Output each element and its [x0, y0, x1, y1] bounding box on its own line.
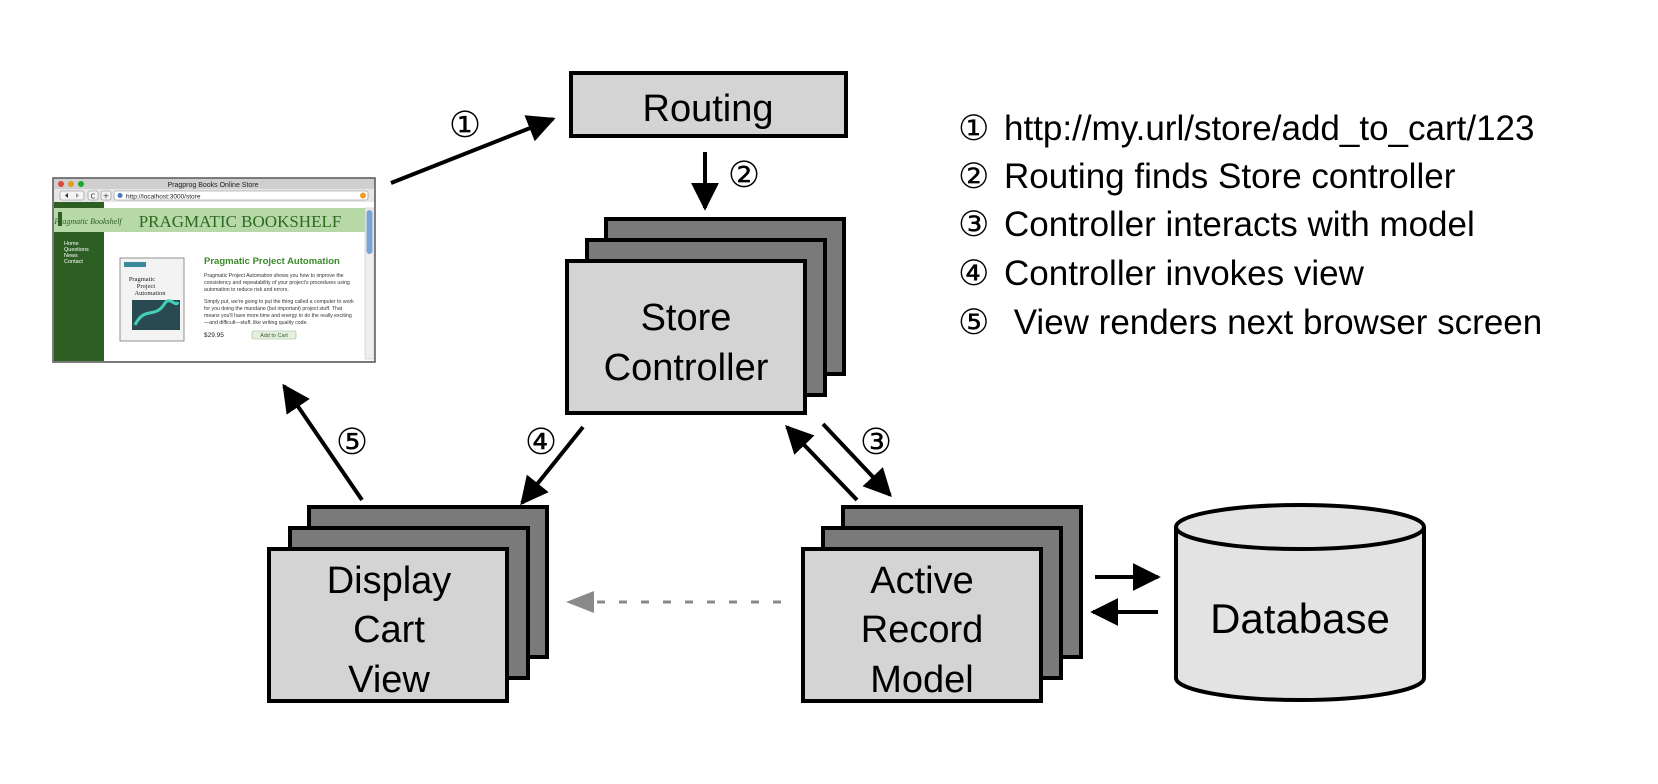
address-bar-url: http://localhost:3000/store: [126, 193, 201, 200]
product-desc-2c: means you'll have more time and energy t…: [204, 313, 352, 319]
product-desc-2a: Simply put, we're going to put the thing…: [204, 299, 354, 305]
step-5-marker: ⑤: [336, 422, 368, 463]
legend-4-text: Controller invokes view: [1004, 254, 1365, 293]
database-cylinder-body: [1174, 527, 1426, 702]
reload-icon: C: [91, 193, 96, 201]
routing-node: Routing: [569, 71, 848, 138]
arrow-controller-to-model: [821, 422, 892, 498]
plus-icon: +: [103, 192, 110, 201]
legend-1-number: ①: [958, 109, 989, 149]
forward-arrow-icon[interactable]: [76, 193, 79, 198]
arrow-controller-to-view: [520, 425, 585, 506]
add-to-cart-button[interactable]: [251, 330, 297, 340]
book-cover-title-line2: Project: [137, 283, 156, 290]
legend-2-number: ②: [958, 157, 989, 197]
routing-box: [569, 71, 848, 138]
minimize-window-icon[interactable]: [68, 181, 74, 187]
add-bookmark-button[interactable]: [100, 190, 112, 201]
address-bar[interactable]: [113, 190, 369, 201]
display-cart-view-node: Display Cart View: [267, 505, 549, 703]
zoom-window-icon[interactable]: [78, 181, 84, 187]
header-title: PRAGMATIC BOOKSHELF: [139, 212, 342, 231]
header-logo: Pragmatic Bookshelf: [53, 217, 123, 226]
globe-icon: [117, 193, 123, 198]
book-cover-title-line3: Automation: [134, 290, 166, 297]
arrow-browser-to-routing: [390, 115, 556, 185]
active-record-model-label-line3: Model: [870, 659, 974, 701]
book-cover-art-swirl: [133, 299, 180, 326]
browser-screenshot: Pragprog Books Online Store C + http://l…: [52, 177, 376, 363]
step-3-marker: ③: [860, 422, 892, 463]
add-to-cart-label: Add to Cart: [260, 333, 288, 339]
store-controller-label-line2: Controller: [604, 347, 769, 389]
nav-contact-link[interactable]: Contact: [64, 259, 83, 265]
legend: ① http://my.url/store/add_to_cart/123 ② …: [958, 109, 1542, 343]
step-4-marker: ④: [525, 422, 557, 463]
reload-button[interactable]: [87, 190, 99, 201]
product-price: $29.95: [204, 332, 224, 339]
store-controller-node: Store Controller: [565, 217, 846, 415]
scrollbar-thumb[interactable]: [366, 210, 373, 254]
nav-home-link[interactable]: Home: [64, 241, 79, 247]
database-node: Database: [1174, 503, 1426, 702]
display-cart-view-box: [267, 547, 509, 703]
book-cover-badge: [124, 262, 146, 267]
active-record-model-node: Active Record Model: [801, 505, 1083, 703]
step-2-marker: ②: [728, 155, 760, 196]
product-desc-2b: for you doing the mundane (but important…: [204, 306, 343, 312]
database-label: Database: [1210, 595, 1390, 642]
back-arrow-icon[interactable]: [65, 193, 68, 198]
store-controller-box: [565, 259, 807, 415]
legend-4-number: ④: [958, 254, 989, 294]
book-cover-art: [132, 300, 180, 330]
page-scrollbar[interactable]: [364, 207, 375, 360]
arrow-model-to-controller: [785, 424, 859, 502]
header-logo-mark: [58, 212, 62, 226]
browser-window-title: Pragprog Books Online Store: [167, 182, 258, 189]
legend-5-number: ⑤: [958, 303, 989, 343]
active-record-model-label-line2: Record: [861, 609, 984, 651]
routing-label: Routing: [643, 88, 774, 130]
legend-3-text: Controller interacts with model: [1004, 205, 1475, 244]
nav-news-link[interactable]: News: [64, 253, 78, 259]
display-cart-view-label-line3: View: [348, 659, 430, 701]
product-desc-2d: —and difficult—stuff, like writing quali…: [204, 320, 308, 326]
dashed-arrow-head: [566, 591, 594, 613]
legend-2-text: Routing finds Store controller: [1004, 157, 1456, 196]
product-title: Pragmatic Project Automation: [204, 256, 340, 267]
legend-5-text: View renders next browser screen: [1004, 303, 1542, 342]
browser-title-bar: [54, 179, 374, 189]
nav-questions-link[interactable]: Questions: [64, 247, 89, 253]
product-desc-1b: consistency and repeatability of your pr…: [204, 280, 350, 286]
back-forward-buttons[interactable]: [59, 190, 85, 201]
product-desc-1a: Pragmatic Project Automation shows you h…: [204, 273, 344, 279]
display-cart-view-label-line2: Cart: [353, 609, 425, 651]
database-cylinder-top: [1174, 503, 1426, 551]
active-record-model-label-line1: Active: [870, 560, 973, 602]
display-cart-view-label-line1: Display: [327, 560, 452, 602]
close-window-icon[interactable]: [58, 181, 64, 187]
step-1-marker: ①: [449, 105, 481, 146]
store-controller-label-line1: Store: [641, 297, 732, 339]
legend-1-text: http://my.url/store/add_to_cart/123: [1004, 109, 1534, 148]
rss-icon[interactable]: [360, 192, 366, 199]
arrow-view-to-browser: [282, 383, 364, 502]
active-record-model-box: [801, 547, 1043, 703]
product-desc-1c: automation to reduce risk and errors.: [204, 287, 289, 293]
page-header: [54, 208, 365, 232]
book-cover-title-line1: Pragmatic: [129, 276, 155, 283]
legend-3-number: ③: [958, 205, 989, 245]
